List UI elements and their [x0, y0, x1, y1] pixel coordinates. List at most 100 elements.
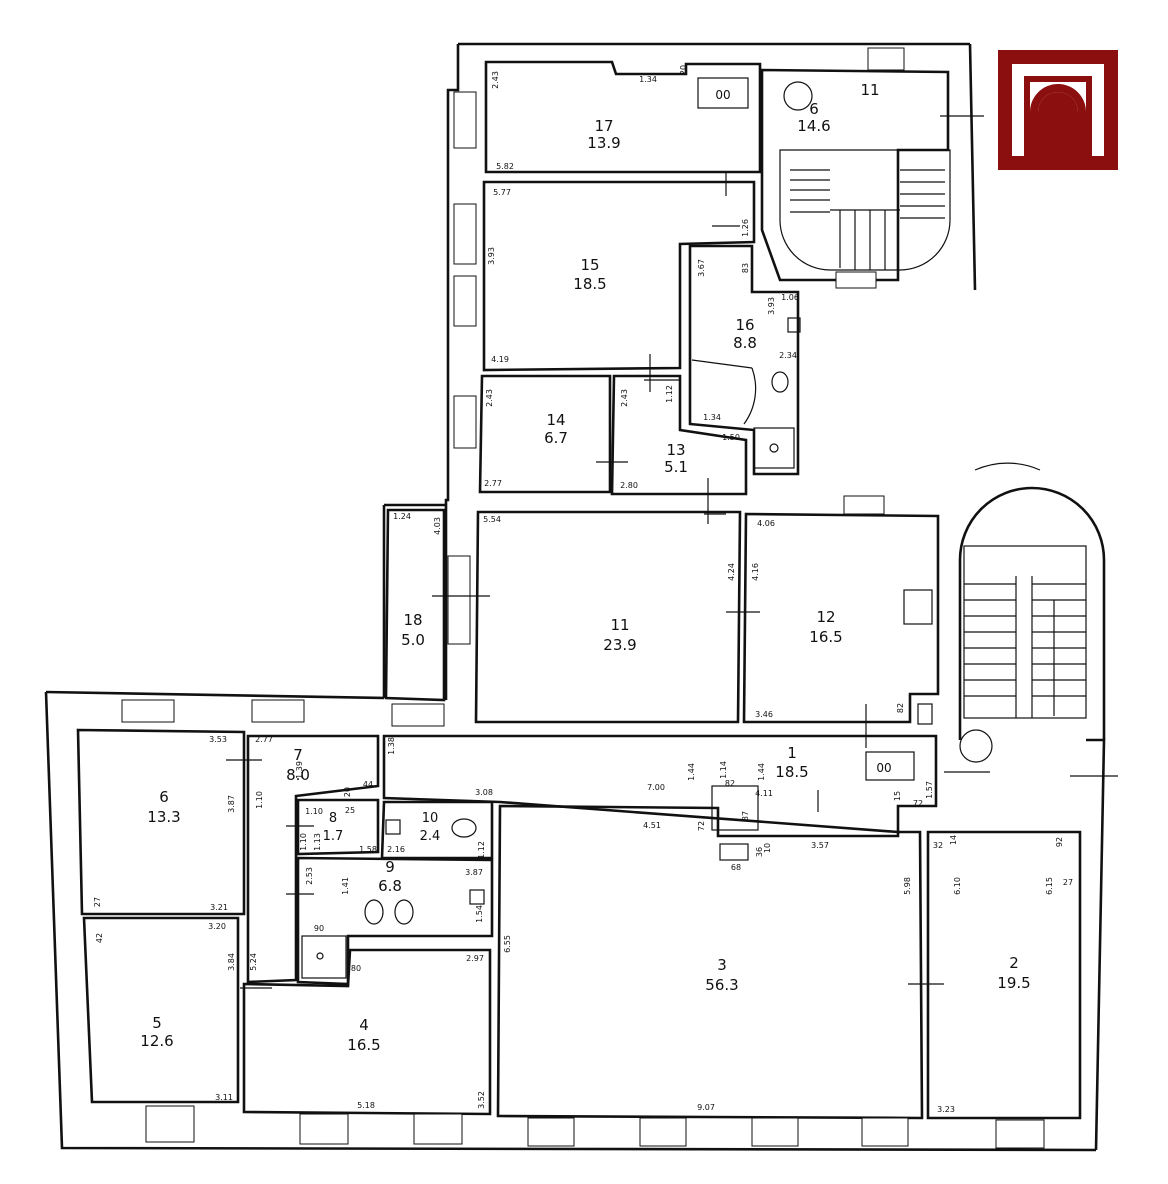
dim-label: 3.84: [227, 953, 236, 971]
dim-label: 6.55: [503, 935, 512, 953]
dim-label: 5.24: [249, 953, 258, 971]
dim-label: 1.44: [757, 763, 766, 781]
dim-label: 6.15: [1045, 877, 1054, 895]
dim-label: 3.87: [465, 868, 483, 877]
sink-icon: [787, 317, 801, 333]
room-8-area: 1.7: [323, 829, 344, 844]
dim-label: 5.98: [903, 877, 912, 895]
room-7-area: 8.0: [286, 766, 310, 784]
dim-label: 1.14: [719, 761, 728, 779]
dim-label: 1.10: [305, 807, 323, 816]
dim-label: 1.10: [255, 791, 264, 809]
dim-label: 1.34: [703, 413, 721, 422]
dim-label: 4.06: [757, 519, 775, 528]
room-outlines: [76, 60, 1082, 1120]
room-1-number: 1: [787, 744, 797, 762]
dim-label: 3.46: [755, 710, 773, 719]
room-9-area: 6.8: [378, 877, 402, 895]
room-4-area: 16.5: [347, 1036, 380, 1054]
room-14-number: 14: [546, 411, 565, 429]
room-labels: 17 13.9 15 18.5 16 8.8 14 6.7 13 5.1 11 …: [140, 81, 1030, 1054]
top-section-label: 11: [860, 81, 879, 99]
dim-label: 15: [893, 791, 902, 801]
dim-label: 2.43: [485, 389, 494, 407]
toilet-icon: [394, 899, 414, 925]
dim-label: 90: [314, 924, 324, 933]
room-13-area: 5.1: [664, 458, 688, 476]
dim-label: 1.39: [295, 761, 304, 779]
dim-label: 2.43: [620, 389, 629, 407]
dim-label: 1.41: [341, 877, 350, 895]
dim-label: 3.11: [215, 1093, 233, 1102]
windows: [121, 47, 1045, 1149]
room-2-area: 19.5: [997, 974, 1030, 992]
dim-label: 4.16: [751, 563, 760, 581]
bidet-icon: [364, 899, 384, 925]
stove-icon: [719, 843, 749, 861]
wc-corridor-label: 00: [876, 761, 891, 775]
room-18-number: 18: [403, 611, 422, 629]
toilet-icon: [451, 818, 477, 838]
dim-label: 3.21: [210, 903, 228, 912]
dim-label: 36: [755, 847, 764, 857]
room-6-area: 13.3: [147, 808, 180, 826]
wc-sign-corridor: [865, 751, 915, 781]
logo: [998, 50, 1118, 170]
dim-label: 72: [697, 821, 706, 831]
column-icon: [783, 81, 813, 111]
building-walls: [44, 42, 1106, 1152]
dim-label: 4.03: [433, 517, 442, 535]
shower-icon: [301, 935, 347, 979]
dim-label: 1.34: [639, 75, 657, 84]
staircase-right: [958, 462, 1106, 763]
dim-label: 20: [679, 65, 688, 75]
dim-label: 3.53: [209, 735, 227, 744]
sink-icon: [385, 819, 401, 835]
dim-label: 6.10: [953, 877, 962, 895]
room-3-number: 3: [717, 956, 727, 974]
dim-label: 5.54: [483, 515, 501, 524]
dim-label: 1.10: [299, 833, 308, 851]
stair-room-area: 14.6: [797, 117, 830, 135]
dim-label: 3.52: [477, 1091, 486, 1109]
dim-label: 3.93: [487, 247, 496, 265]
dim-label: 2.43: [491, 71, 500, 89]
chimney-icon: [711, 785, 759, 831]
dim-label: 3.67: [697, 259, 706, 277]
dim-label: 82: [896, 703, 905, 713]
dim-label: 42: [95, 933, 104, 943]
door-ticks: [226, 115, 1118, 989]
dim-label: 83: [741, 263, 750, 273]
dim-label: 80: [351, 964, 361, 973]
sink-icon: [469, 889, 485, 905]
dim-label: 27: [1063, 878, 1073, 887]
dim-label: 3.93: [767, 297, 776, 315]
dim-label: 1.57: [925, 781, 934, 799]
dim-label: 68: [731, 863, 741, 872]
dim-label: 1.24: [393, 512, 411, 521]
room-7-number: 7: [293, 746, 303, 764]
radiator-icon: [903, 589, 933, 625]
dim-label: 10: [763, 843, 772, 853]
room-10-number: 10: [422, 811, 439, 826]
dim-label: 27: [93, 897, 102, 907]
dim-label: 14: [949, 835, 958, 845]
fixtures: 00 00: [301, 77, 933, 979]
room-15-area: 18.5: [573, 275, 606, 293]
dim-label: 7.00: [647, 783, 665, 792]
room-5-number: 5: [152, 1014, 162, 1032]
dim-label: 1.12: [665, 385, 674, 403]
dim-label: 1.54: [475, 905, 484, 923]
wc-top-label: 00: [715, 88, 730, 102]
room-17-area: 13.9: [587, 134, 620, 152]
room-14-area: 6.7: [544, 429, 568, 447]
dim-label: 1.26: [741, 219, 750, 237]
dim-label: 72: [913, 799, 923, 808]
room-18-area: 5.0: [401, 631, 425, 649]
room-12-number: 12: [816, 608, 835, 626]
dim-label: 4.11: [755, 789, 773, 798]
dim-label: 3.57: [811, 841, 829, 850]
room-11-area: 23.9: [603, 636, 636, 654]
dim-label: 3.23: [937, 1105, 955, 1114]
